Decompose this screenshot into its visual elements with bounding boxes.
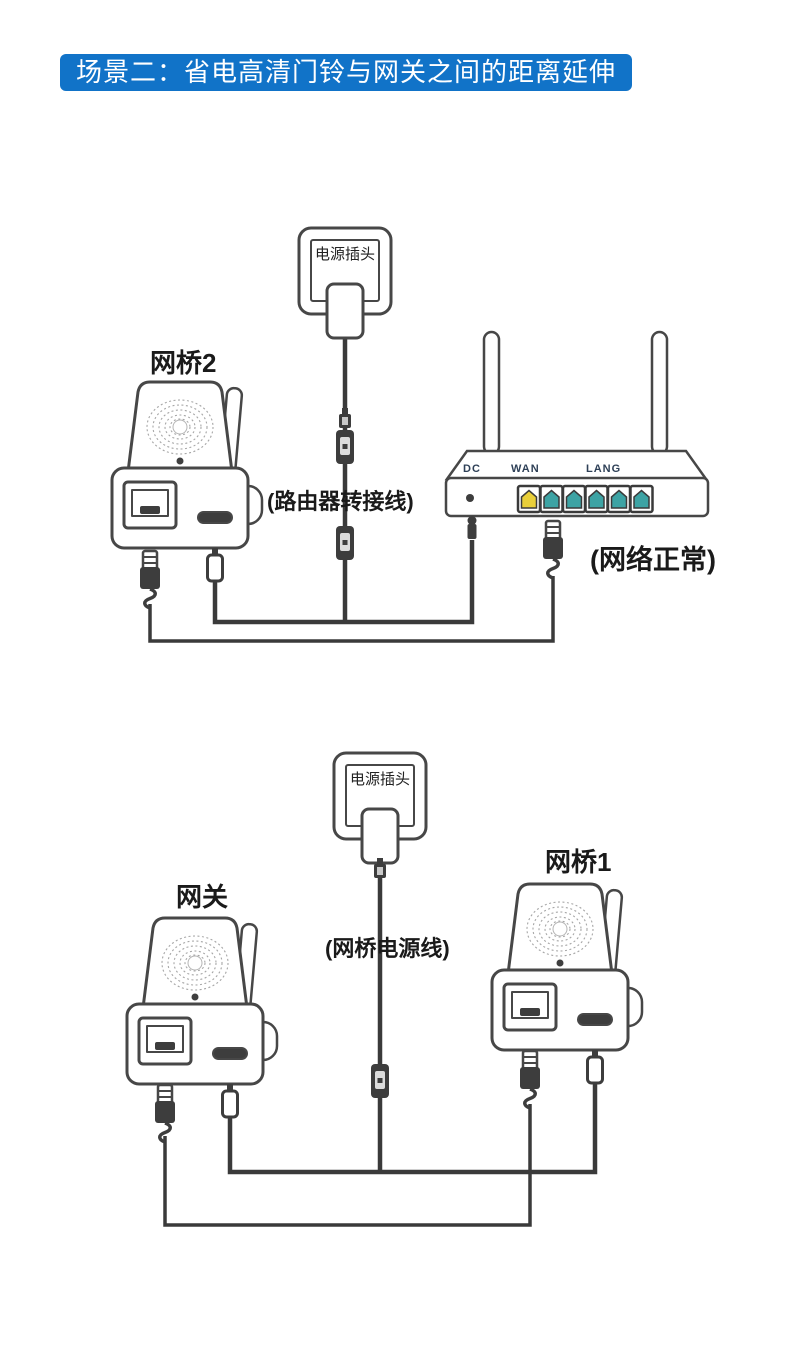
power-cable-label: (网桥电源线)	[325, 936, 450, 961]
bottom-scenario	[125, 751, 644, 1227]
bridge2-device-icon	[110, 380, 264, 550]
lan-port-1-icon	[539, 484, 564, 514]
outlet-bottom-label: 电源插头	[349, 771, 410, 788]
router-wan-label: WAN	[511, 463, 540, 475]
bridge2-usb-plug-icon	[206, 546, 224, 583]
bridge1-ethernet-plug-icon	[518, 1049, 542, 1110]
router-lan-label: LANG	[586, 463, 622, 475]
router-ethernet-ports	[516, 484, 654, 514]
bridge2-to-router-ethernet-cable	[148, 576, 555, 643]
network-status-label: (网络正常)	[590, 545, 716, 575]
bridge1-label: 网桥1	[545, 847, 612, 877]
top-scenario	[110, 226, 710, 643]
gateway-to-bridge1-ethernet-cable	[163, 1104, 532, 1227]
cable-coupler-top-2-icon	[336, 526, 354, 560]
cable-coupler-bottom-icon	[371, 1064, 389, 1098]
router-dc-label: DC	[463, 463, 481, 475]
router-antenna-left	[482, 330, 501, 456]
wan-port-icon	[516, 484, 542, 514]
bridge2-ethernet-plug-icon	[138, 549, 162, 610]
gateway-to-bridge1-power-cable	[227, 1078, 598, 1175]
usb-male-connector-top-icon	[339, 408, 351, 428]
router-dc-jack	[466, 494, 474, 502]
bridge1-usb-plug-icon	[586, 1048, 604, 1085]
lan-port-5-icon	[629, 484, 654, 514]
lan-port-4-icon	[606, 484, 632, 514]
router-ethernet-plug-icon	[541, 519, 565, 580]
bridge2-to-router-power-cable	[212, 540, 475, 625]
router-dc-plug-icon	[467, 516, 477, 539]
gateway-label: 网关	[176, 882, 229, 912]
top-cables	[148, 328, 555, 643]
lan-port-3-icon	[584, 484, 609, 514]
gateway-device-icon	[125, 916, 279, 1086]
router-device-icon	[444, 330, 710, 518]
router-top-face	[444, 449, 709, 481]
gateway-usb-plug-icon	[221, 1082, 239, 1119]
cable-coupler-top-1-icon	[336, 430, 354, 464]
bridge1-device-icon	[490, 882, 644, 1052]
adapter-cable-label: (路由器转接线)	[267, 489, 414, 514]
bridge2-label: 网桥2	[150, 348, 217, 378]
section-title-banner: 场景二：省电高清门铃与网关之间的距离延伸	[60, 54, 633, 91]
bottom-cables	[163, 852, 598, 1227]
lan-port-2-icon	[561, 484, 587, 514]
gateway-ethernet-plug-icon	[153, 1083, 177, 1144]
outlet-top-label: 电源插头	[314, 246, 375, 263]
router-antenna-right	[650, 330, 669, 456]
